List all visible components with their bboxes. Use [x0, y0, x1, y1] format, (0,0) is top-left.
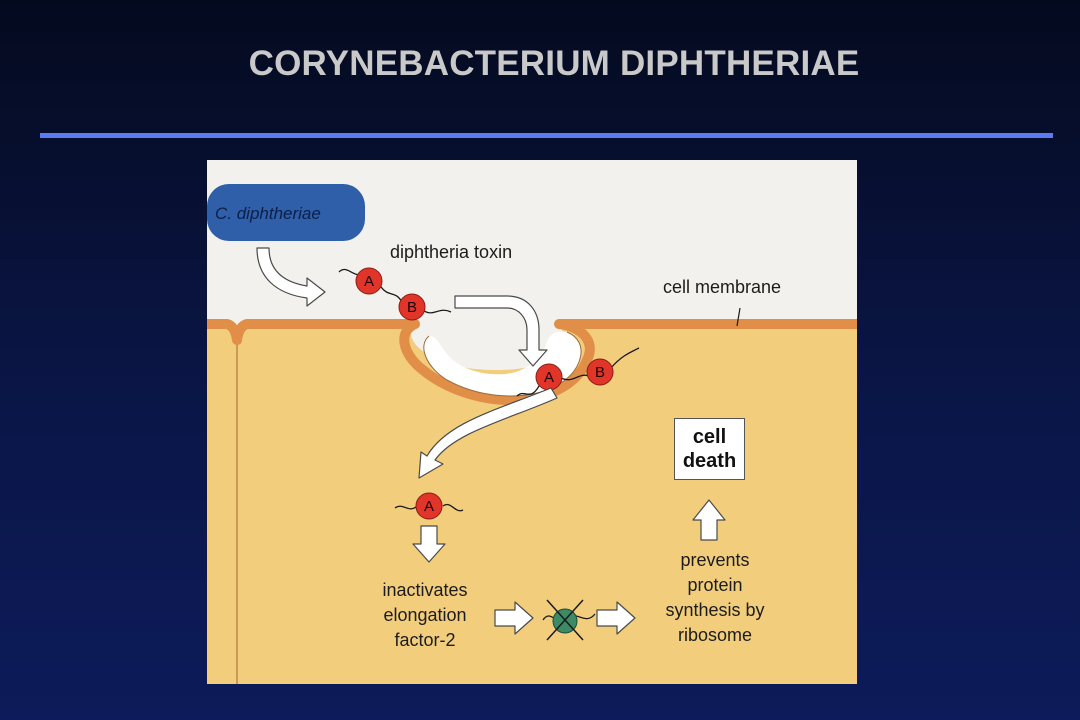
- up-arrow: [692, 499, 726, 541]
- right-arrow-2: [596, 601, 636, 635]
- cytoplasm-a-tail-right: [442, 503, 464, 512]
- bacterium-label: C. diphtheriae: [215, 204, 321, 223]
- endocytosis-arrow: [454, 295, 548, 367]
- cell-death-text: cell death: [682, 426, 737, 472]
- cytoplasm-subunit-a: [415, 492, 443, 520]
- membrane-pointer-line: [736, 307, 741, 327]
- membrane-label: cell membrane: [663, 277, 782, 297]
- toxin-label: diphtheria toxin: [390, 242, 513, 262]
- right-arrow-1: [494, 601, 534, 635]
- cytoplasm-subunit-a-letter: A: [424, 498, 434, 515]
- toxin-b-tail: [422, 309, 452, 314]
- secretion-arrow: [256, 247, 326, 307]
- toxin-subunit-b-letter: B: [407, 299, 417, 316]
- vesicle-subunit-b: [586, 358, 614, 386]
- cell-death-box: cell death: [674, 418, 745, 480]
- bacterium-body: [207, 184, 365, 241]
- vesicle-outline: [423, 331, 582, 397]
- prevents-protein-synthesis-text: prevents protein synthesis by ribosome: [665, 550, 765, 645]
- vesicle-toxin-tail-left: [516, 381, 542, 397]
- vesicle-subunit-b-letter: B: [595, 364, 605, 381]
- inactivates-ef2-text: inactivates elongation factor-2: [382, 580, 468, 650]
- vesicle-toxin-tail-right: [610, 347, 640, 369]
- translocation-arrow: [418, 387, 558, 479]
- diagram-canvas: A B A B A: [207, 184, 857, 684]
- cell-membrane: [207, 319, 857, 405]
- diphtheria-toxin-diagram: A B A B A C. diphtheriae diphth: [207, 160, 857, 684]
- toxin-subunit-b: [398, 293, 426, 321]
- cytoplasm-a-tail-left: [394, 505, 418, 510]
- vesicle-subunit-a-letter: A: [544, 369, 554, 386]
- toxin-subunit-a: [355, 267, 383, 295]
- cross-out-line-2: [546, 599, 584, 641]
- toxin-linker: [378, 283, 404, 305]
- host-cell-cytoplasm: [207, 322, 857, 684]
- down-arrow: [412, 525, 446, 563]
- title-divider: [40, 133, 1053, 138]
- toxin-subunit-a-letter: A: [364, 273, 374, 290]
- slide-title: CORYNEBACTERIUM DIPHTHERIAE: [248, 44, 860, 83]
- vesicle-toxin-linker: [560, 374, 590, 381]
